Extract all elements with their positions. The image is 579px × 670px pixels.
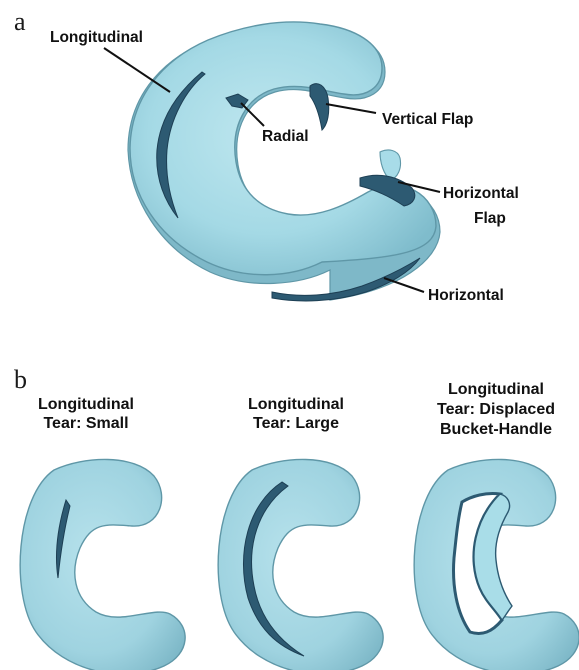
meniscus-small-3 xyxy=(414,459,579,670)
variant-3-title-line1: Longitudinal xyxy=(448,381,544,398)
variant-3-title-line3: Bucket-Handle xyxy=(440,421,552,438)
panel-a: a Longitudinal Radial Ver xyxy=(14,7,519,304)
label-longitudinal: Longitudinal xyxy=(50,29,143,46)
panel-b: b Longitudinal Tear: Small Longitudinal … xyxy=(14,365,579,670)
label-horizontal: Horizontal xyxy=(428,287,504,304)
variant-2-title-line1: Longitudinal xyxy=(248,396,344,413)
label-radial: Radial xyxy=(262,128,309,145)
leader-longitudinal xyxy=(104,48,170,92)
leader-vertical-flap xyxy=(326,104,376,113)
label-horizontal-flap-line1: Horizontal xyxy=(443,185,519,202)
variant-1-title-line1: Longitudinal xyxy=(38,396,134,413)
variant-1-title-line2: Tear: Small xyxy=(43,415,128,432)
meniscus-small-1 xyxy=(20,459,185,670)
meniscus-large xyxy=(128,22,440,301)
variant-2-title-line2: Tear: Large xyxy=(253,415,339,432)
meniscus-small-2 xyxy=(218,459,383,670)
label-vertical-flap: Vertical Flap xyxy=(382,111,473,128)
tear-vertical-flap xyxy=(310,84,329,130)
panel-b-letter: b xyxy=(14,365,27,394)
meniscus-surface xyxy=(130,22,436,275)
variant-3-title-line2: Tear: Displaced xyxy=(437,401,555,418)
leader-horizontal xyxy=(384,278,424,292)
panel-a-letter: a xyxy=(14,7,26,36)
label-horizontal-flap-line2: Flap xyxy=(474,210,506,227)
